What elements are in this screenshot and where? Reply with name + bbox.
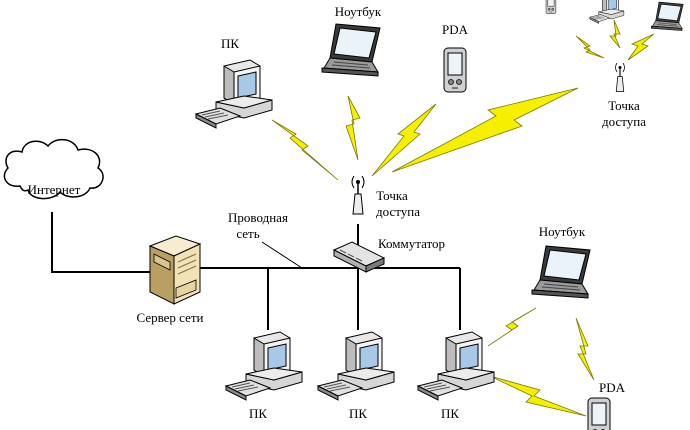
wired-network-label-line2: сеть: [236, 226, 259, 241]
access-point-icon: [614, 62, 626, 93]
pda-top[interactable]: PDA: [442, 22, 469, 93]
switch-label: Коммутатор: [378, 236, 445, 251]
access-point-right-label-2: доступа: [602, 114, 646, 129]
pda-icon: [443, 47, 467, 93]
server-label: Сервер сети: [136, 310, 203, 325]
access-point-right-label-1: Точка: [608, 98, 640, 113]
pc-bottom-2[interactable]: ПК: [317, 331, 395, 421]
pc-icon: [417, 331, 495, 401]
pc-icon: [195, 59, 273, 129]
internet-cloud: Интернет: [3, 138, 104, 200]
network-server[interactable]: Сервер сети: [136, 235, 204, 325]
access-point-icon: [351, 175, 365, 215]
pc-bottom-2-label: ПК: [349, 406, 367, 421]
pc-bottom-1[interactable]: ПК: [225, 331, 303, 421]
pda-bottom-right-label: PDA: [599, 380, 626, 395]
access-point-center-label-2: доступа: [376, 204, 420, 219]
internet-label: Интернет: [28, 182, 81, 197]
laptop-icon: [531, 245, 591, 299]
network-switch[interactable]: Коммутатор: [332, 236, 445, 273]
access-point-right[interactable]: Точка доступа: [602, 62, 646, 129]
wireless-link-icon: [575, 317, 595, 381]
cloud-icon: [3, 138, 104, 200]
pda-top-label: PDA: [442, 22, 469, 37]
pc-bottom-3[interactable]: ПК: [417, 331, 495, 421]
wireless-link-icon: [271, 119, 339, 181]
wired-links: [51, 212, 461, 330]
laptop-right[interactable]: Ноутбук: [531, 224, 591, 299]
pda-bottom-right[interactable]: PDA: [587, 380, 626, 430]
wired-network-pointer: [261, 241, 303, 269]
server-icon: [148, 235, 202, 305]
wired-network-label-line1: Проводная: [228, 210, 288, 225]
wireless-link-icon: [391, 87, 579, 173]
pda-icon: [545, 0, 557, 15]
pc-top-left[interactable]: ПК: [195, 36, 273, 129]
pc-icon: [589, 0, 625, 24]
access-point-center-label-1: Точка: [376, 188, 408, 203]
laptop-icon: [321, 23, 381, 77]
wireless-link-icon: [575, 35, 605, 59]
wireless-link-icon: [345, 95, 361, 161]
switch-icon: [332, 241, 386, 273]
wireless-link-icon: [371, 103, 437, 177]
pc-top-left-label: ПК: [221, 36, 239, 51]
laptop-top[interactable]: Ноутбук: [321, 4, 382, 77]
laptop-icon: [651, 1, 684, 31]
pc-bottom-3-label: ПК: [441, 406, 459, 421]
wireless-links: [271, 19, 655, 417]
access-point-center[interactable]: Точка доступа: [351, 175, 420, 219]
pc-bottom-1-label: ПК: [249, 406, 267, 421]
pc-icon: [225, 331, 303, 401]
wireless-link-icon: [627, 33, 655, 61]
laptop-top-label: Ноутбук: [335, 4, 382, 19]
pc-icon: [317, 331, 395, 401]
wireless-link-icon: [487, 307, 537, 347]
internet-link: [51, 212, 162, 273]
wireless-link-icon: [489, 375, 587, 417]
pda-icon: [587, 397, 611, 430]
wireless-link-icon: [609, 19, 621, 49]
laptop-right-label: Ноутбук: [539, 224, 586, 239]
